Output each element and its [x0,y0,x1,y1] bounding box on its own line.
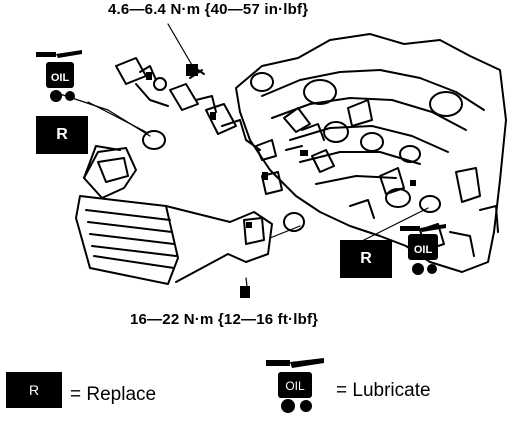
oil-can-icon: OIL [398,222,450,278]
legend-replace-text: = Replace [70,384,157,405]
shading [146,72,416,228]
torque-bolt-lower [240,286,250,298]
oil-can-icon: OIL [34,48,86,104]
leader-replace-lower [269,225,301,239]
gasket-upper [142,130,166,150]
replace-box-icon: R [6,372,62,408]
oil-label: OIL [285,379,305,393]
replace-letter: R [28,382,40,398]
oil-label: OIL [414,244,433,256]
gasket-lower [283,212,305,232]
legend-lubricate-text: = Lubricate [336,380,431,401]
replace-letter: R [56,126,68,143]
oil-cooler [75,145,273,285]
leader-oil-lower [347,207,429,249]
replace-box-icon: R [340,240,392,278]
bolt-assembly [255,139,303,195]
leader-oil-upper [59,93,151,137]
torque-spec-upper: 4.6—6.4 N·m {40—57 in·lbf} [108,1,309,18]
oil-label: OIL [51,72,70,84]
replace-letter: R [360,250,372,267]
replace-box-icon: R [36,116,88,154]
torque-spec-lower: 16—22 N·m {12—16 ft·lbf} [130,311,319,328]
torque-bolt-upper [186,64,198,76]
oil-can-icon: OIL [264,356,330,416]
